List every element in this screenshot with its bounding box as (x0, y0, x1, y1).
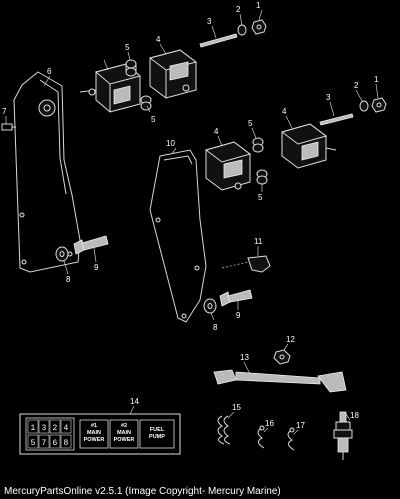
callout-4: 4 (156, 35, 161, 44)
callout-17: 17 (296, 421, 305, 430)
callout-9: 9 (236, 311, 241, 320)
decal-label-text: FUEL (150, 427, 165, 433)
decal-key-box (49, 419, 61, 434)
decal-label-text: POWER (84, 437, 105, 443)
decal-key-number: 4 (64, 424, 69, 433)
callout-11: 11 (254, 237, 263, 246)
callout-5: 5 (151, 115, 156, 124)
callout-2: 2 (354, 81, 359, 90)
bolt-9-right (219, 289, 253, 307)
nut-12 (273, 349, 291, 365)
clip-17 (287, 427, 295, 451)
clip-16 (257, 425, 265, 449)
decal-key-number: 1 (31, 424, 36, 433)
callout-15: 15 (232, 403, 241, 412)
callout-1: 1 (256, 1, 261, 10)
clip-11 (221, 255, 271, 273)
leader-lines (5, 9, 379, 435)
callout-12: 12 (286, 335, 295, 344)
decal-label-text: MAIN (117, 430, 131, 436)
pin-part-7 (1, 123, 16, 131)
decal-key-box (60, 434, 72, 449)
nut-1-middle (371, 97, 387, 113)
callout-18: 18 (350, 411, 359, 420)
washer-2-top (237, 24, 247, 36)
clip-15 (217, 415, 231, 445)
ignition-coil-top-right (148, 49, 198, 99)
decal-key-box (49, 434, 61, 449)
decal-key-box (38, 434, 50, 449)
callout-3: 3 (207, 17, 212, 26)
stud-3-top (199, 33, 238, 48)
decal-label-text: #2 (121, 423, 127, 429)
decal-label-text: POWER (114, 437, 135, 443)
ignition-coil-middle-left (204, 141, 252, 191)
spacer-5-middle-lower (256, 169, 268, 185)
callout-3: 3 (326, 93, 331, 102)
copyright-footer: MercuryPartsOnline v2.5.1 (Image Copyrig… (4, 486, 281, 497)
decal-key-box (38, 419, 50, 434)
callout-10: 10 (166, 139, 175, 148)
decal-key-number: 5 (31, 439, 36, 448)
spark-plug-wire-13 (213, 369, 347, 393)
callout-8: 8 (66, 275, 71, 284)
spacer-5-top-upper (125, 59, 137, 77)
callout-8: 8 (213, 323, 218, 332)
decal-key-number: 2 (53, 424, 58, 433)
decal-key-number: 6 (53, 439, 58, 448)
callout-1: 1 (374, 75, 379, 84)
decal-key-box (60, 419, 72, 434)
callout-5: 5 (258, 193, 263, 202)
callout-4: 4 (282, 107, 287, 116)
decal-key-number: 7 (42, 439, 47, 448)
callout-16: 16 (265, 419, 274, 428)
callout-14: 14 (130, 397, 139, 406)
spacer-5-middle-upper (252, 137, 264, 153)
decal-key-number: 8 (64, 439, 69, 448)
ignition-coil-middle-right (280, 123, 337, 169)
decal-label-text: #1 (91, 423, 97, 429)
callout-7: 7 (2, 107, 7, 116)
decal-label-text: MAIN (87, 430, 101, 436)
callout-6: 6 (47, 67, 52, 76)
spark-plug-18 (333, 411, 353, 460)
callout-4: 4 (214, 127, 219, 136)
decal-key-number: 3 (42, 424, 47, 433)
right-mounting-bracket (149, 149, 207, 323)
stud-3-middle (319, 113, 354, 126)
left-mounting-bracket (13, 71, 81, 273)
decal-key-box (27, 434, 39, 449)
decal-key-box (27, 419, 39, 434)
washer-2-middle (359, 100, 369, 112)
callout-5: 5 (125, 43, 130, 52)
spacer-5-top-lower (140, 95, 152, 111)
callout-5: 5 (248, 119, 253, 128)
callout-9: 9 (94, 263, 99, 272)
washer-8-left (55, 246, 69, 262)
nut-1-top (251, 19, 267, 35)
bolt-9-left (73, 235, 109, 255)
callout-2: 2 (236, 5, 241, 14)
callout-13: 13 (240, 353, 249, 362)
washer-8-right (203, 298, 217, 314)
decal-label-text: PUMP (149, 434, 165, 440)
